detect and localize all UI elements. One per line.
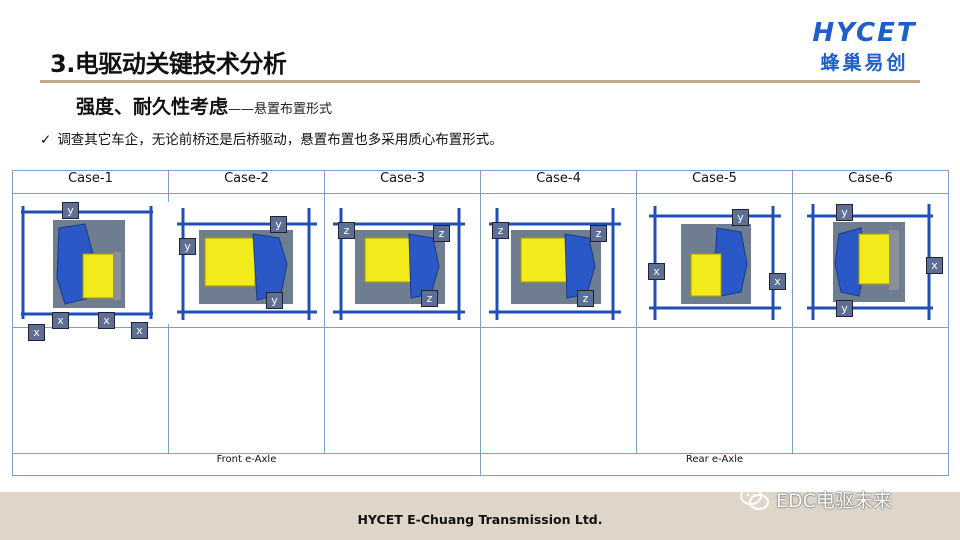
empty-cell	[168, 326, 325, 454]
subtitle-main: 强度、耐久性考虑	[76, 96, 229, 118]
page-title: 3.电驱动关键技术分析	[50, 50, 287, 78]
gearbox-body	[520, 237, 568, 283]
axis-label-z: z	[433, 225, 450, 243]
empty-cell	[324, 326, 481, 454]
motor-body	[834, 227, 866, 297]
axis-label-y: y	[836, 204, 853, 222]
case-header: Case-1	[12, 169, 169, 195]
company-name: HYCET E-Chuang Transmission Ltd.	[357, 512, 603, 527]
subframe	[489, 208, 621, 321]
gearbox-body	[82, 253, 116, 299]
case-4-drawing	[489, 208, 621, 321]
gearbox-body	[858, 233, 892, 285]
title-underline	[40, 80, 920, 83]
axis-label-x: x	[926, 257, 943, 275]
checkmark-icon: ✓	[40, 132, 52, 148]
axis-label-z: z	[338, 222, 355, 240]
company-logo: HYCET 蜂巢易创	[797, 16, 932, 76]
case-image-cell: y y y	[168, 193, 325, 328]
motor-body	[252, 233, 288, 302]
mount-layout-table: Case-1 Case-2 Case-3 Case-4 Case-5 Case-…	[12, 169, 949, 477]
case-header: Case-6	[792, 169, 949, 195]
axis-label-z: z	[590, 225, 607, 243]
case-6-drawing	[807, 204, 933, 321]
watermark-text: EDC电驱未来	[776, 489, 892, 512]
case-header: Case-4	[480, 169, 637, 195]
axis-label-z: z	[492, 222, 509, 240]
case-3-drawing	[333, 208, 465, 321]
bullet-text: 调查其它车企，无论前桥还是后桥驱动，悬置布置也多采用质心布置形式。	[57, 132, 503, 148]
footer-bar	[0, 492, 960, 540]
watermark: EDC电驱未来	[740, 482, 892, 516]
case-image-cell: z z z	[480, 193, 637, 328]
axis-label-x: x	[52, 312, 69, 330]
axis-label-y: y	[270, 216, 287, 234]
subframe	[177, 208, 317, 321]
axis-label-z: z	[577, 290, 594, 308]
empty-cell	[480, 326, 637, 454]
case-header: Case-3	[324, 169, 481, 195]
subtitle-sub: ——悬置布置形式	[228, 102, 333, 117]
gearbox-body	[204, 237, 256, 287]
axis-label-x: x	[131, 322, 148, 340]
case-image-cell: y x x	[636, 193, 793, 328]
case-header: Case-5	[636, 169, 793, 195]
case-2-drawing	[177, 208, 317, 321]
case-image-row: y x x x x y y y	[12, 193, 949, 342]
axis-label-y: y	[179, 238, 196, 256]
case-header-row: Case-1 Case-2 Case-3 Case-4 Case-5 Case-…	[12, 169, 949, 195]
gearbox-body	[690, 253, 722, 297]
empty-cell	[636, 326, 793, 454]
motor-body	[408, 233, 440, 299]
rear-axle-label: Rear e-Axle	[480, 452, 949, 477]
case-image-cell: y x x x x	[12, 193, 169, 342]
gearbox-body	[364, 237, 412, 283]
subframe	[21, 206, 153, 320]
case-1-drawing	[13, 202, 169, 325]
axis-label-z: z	[421, 290, 438, 308]
case-header: Case-2	[168, 169, 325, 195]
logo-wordmark: HYCET	[812, 18, 917, 48]
case-5-drawing	[649, 206, 781, 321]
axle-type-row: Front e-Axle Rear e-Axle	[12, 452, 949, 477]
wechat-icon	[740, 487, 769, 510]
front-axle-label: Front e-Axle	[12, 452, 481, 477]
bullet-point: ✓ 调查其它车企，无论前桥还是后桥驱动，悬置布置也多采用质心布置形式。	[40, 128, 503, 148]
logo-chinese-name: 蜂巢易创	[820, 52, 909, 74]
section-subtitle: 强度、耐久性考虑——悬置布置形式	[76, 92, 332, 119]
motor-body	[564, 233, 596, 299]
axis-label-y: y	[836, 300, 853, 318]
empty-cell	[12, 326, 169, 454]
case-image-cell: y y x	[792, 193, 949, 328]
subframe	[649, 206, 781, 321]
empty-cell	[792, 326, 949, 454]
axis-label-x: x	[28, 324, 45, 342]
case-image-cell: z z z	[324, 193, 481, 328]
empty-row	[12, 326, 949, 454]
axis-label-y: y	[62, 202, 79, 220]
axis-label-x: x	[648, 263, 665, 281]
axis-label-x: x	[769, 273, 786, 291]
axis-label-y: y	[266, 292, 283, 310]
axis-label-y: y	[732, 209, 749, 227]
axis-label-x: x	[98, 312, 115, 330]
